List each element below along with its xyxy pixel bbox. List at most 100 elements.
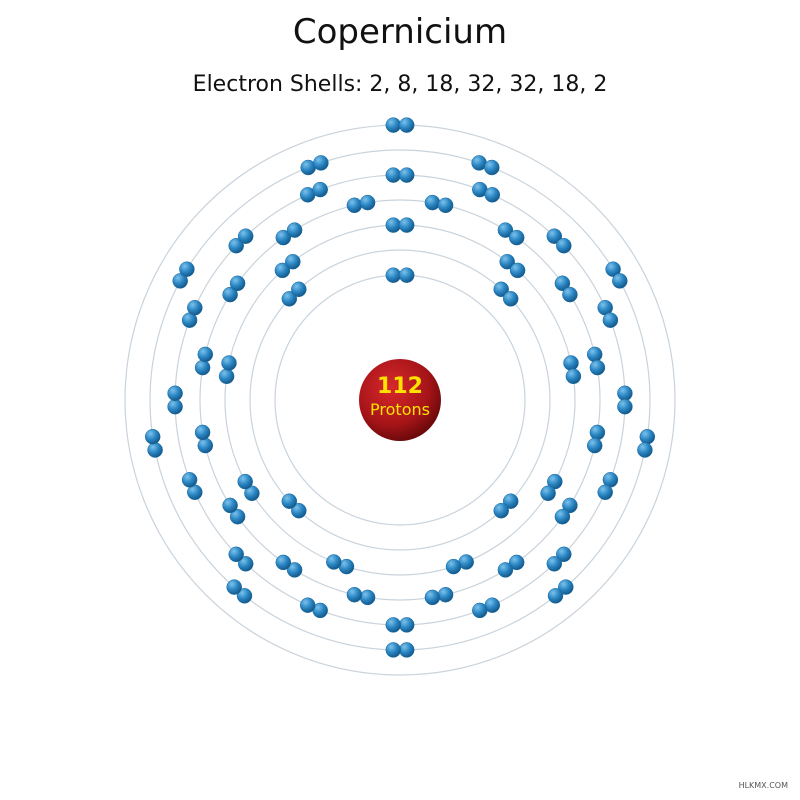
electron-shell-2 <box>493 502 509 519</box>
electron-shell-4 <box>286 562 303 578</box>
electron-shell-5 <box>385 617 402 633</box>
electron-shell-6 <box>637 442 653 458</box>
electron-shell-5 <box>398 617 415 633</box>
electron-shell-6 <box>639 428 656 445</box>
electron-shell-3 <box>218 368 235 385</box>
electron-shell-4 <box>586 346 603 363</box>
electron-shell-3 <box>244 485 260 502</box>
electron-shell-5 <box>602 312 619 328</box>
proton-label: Protons <box>370 400 430 419</box>
electron-shell-5 <box>546 556 563 572</box>
electron-shell-5 <box>237 556 254 572</box>
electron-shell-6 <box>612 273 628 289</box>
electron-shell-3 <box>385 217 402 233</box>
electron-shell-6 <box>558 579 574 595</box>
electron-shell-3 <box>563 355 579 371</box>
electron-shell-3 <box>565 368 582 385</box>
electron-shell-5 <box>167 398 183 415</box>
electron-shell-5 <box>617 398 633 415</box>
electron-shell-1 <box>385 267 402 283</box>
electron-shell-3 <box>285 253 301 270</box>
electron-shell-5 <box>228 546 244 563</box>
electrons <box>144 117 656 658</box>
electron-shell-6 <box>179 261 195 277</box>
electron-shell-3 <box>326 554 342 570</box>
electron-shell-4 <box>497 562 514 578</box>
nucleus-circle <box>359 359 441 441</box>
electron-shell-6 <box>236 588 253 604</box>
electron-shell-2 <box>493 281 509 298</box>
electron-shell-6 <box>398 642 415 658</box>
electron-shell-4 <box>222 497 238 514</box>
electron-shell-4 <box>275 554 292 571</box>
electron-shell-4 <box>194 359 211 376</box>
electron-shell-4 <box>589 424 606 441</box>
electron-shell-4 <box>497 222 514 238</box>
electron-shell-4 <box>275 229 292 246</box>
electron-shell-7 <box>385 117 402 133</box>
electron-shell-5 <box>597 484 613 501</box>
electron-shell-4 <box>437 197 454 214</box>
electron-shell-6 <box>484 159 500 176</box>
electron-shell-5 <box>181 472 198 488</box>
electron-shell-4 <box>229 508 246 525</box>
electron-shell-4 <box>437 586 454 603</box>
electron-shell-4 <box>554 275 571 292</box>
electron-shell-2 <box>291 502 307 519</box>
electron-shell-6 <box>147 442 163 458</box>
electron-shell-4 <box>508 229 525 246</box>
electron-shell-6 <box>313 155 329 171</box>
electron-shells-label: Electron Shells: 2, 8, 18, 32, 32, 18, 2 <box>192 72 608 97</box>
electron-shell-2 <box>281 291 298 307</box>
electron-shell-6 <box>547 588 564 604</box>
shell-ring-4 <box>199 199 601 601</box>
electron-shell-6 <box>385 642 402 658</box>
electron-shell-5 <box>312 181 328 198</box>
electron-shell-2 <box>291 281 307 298</box>
electron-shell-3 <box>274 262 291 279</box>
electron-shell-5 <box>556 546 572 563</box>
electron-shell-6 <box>144 428 161 445</box>
electron-shell-3 <box>398 217 415 233</box>
shell-ring-2 <box>249 249 551 551</box>
electron-shell-4 <box>554 508 571 525</box>
electron-shell-4 <box>346 197 363 214</box>
electron-shell-4 <box>229 275 246 292</box>
electron-shell-3 <box>221 355 237 371</box>
electron-shell-4 <box>359 589 376 606</box>
electron-shell-3 <box>445 558 462 575</box>
electron-shell-4 <box>562 497 578 514</box>
electron-shell-2 <box>502 291 519 307</box>
electron-shell-5 <box>228 237 244 254</box>
electron-shell-7 <box>398 117 415 133</box>
electron-shell-6 <box>226 579 242 595</box>
electron-shell-5 <box>237 228 254 244</box>
nucleus: 112 Protons <box>359 359 441 441</box>
page-title: Copernicium <box>292 12 508 52</box>
electron-shell-4 <box>508 554 525 571</box>
electron-shell-5 <box>187 299 203 316</box>
electron-shell-6 <box>172 273 188 289</box>
electron-shell-4 <box>197 346 214 363</box>
electron-shell-3 <box>547 473 563 490</box>
electron-shell-5 <box>398 167 415 183</box>
electron-shell-5 <box>556 237 572 254</box>
electron-shell-5 <box>299 597 316 613</box>
electron-shell-4 <box>346 586 363 603</box>
electron-shell-4 <box>359 194 376 211</box>
electron-shell-4 <box>586 437 603 454</box>
electron-shell-5 <box>546 228 563 244</box>
proton-count: 112 <box>377 374 423 399</box>
electron-shell-4 <box>194 424 211 441</box>
electron-shell-6 <box>605 261 621 277</box>
electron-shell-4 <box>197 437 214 454</box>
electron-shell-4 <box>286 222 303 238</box>
electron-shell-5 <box>472 602 488 619</box>
electron-shell-4 <box>424 589 441 606</box>
electron-shell-3 <box>540 485 556 502</box>
electron-shell-4 <box>589 359 606 376</box>
electron-shell-5 <box>385 167 402 183</box>
electron-shell-4 <box>424 194 441 211</box>
electron-shell-5 <box>617 385 633 402</box>
